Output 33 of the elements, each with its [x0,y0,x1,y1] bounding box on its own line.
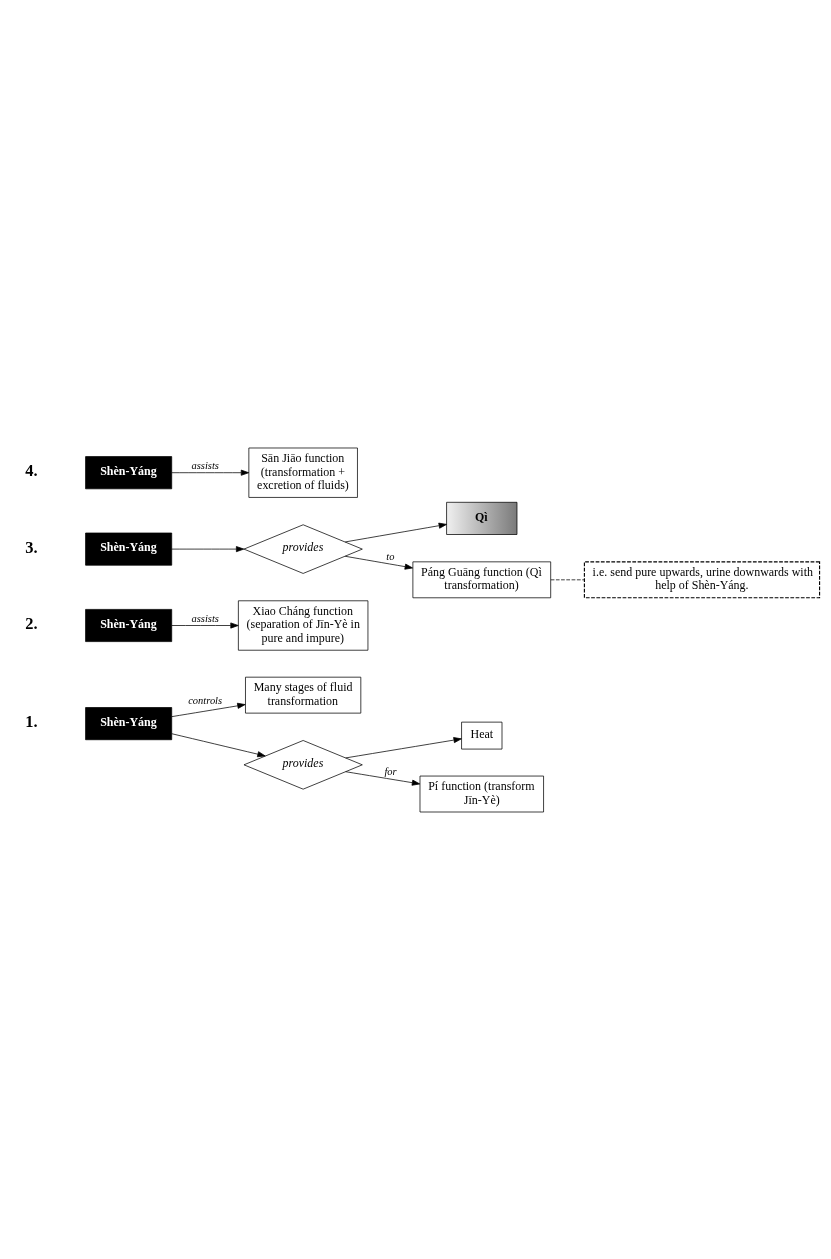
node-box: Xiao Cháng function (separation of Jīn-Yè in pure and impure) [238,599,369,651]
arrow [171,702,246,717]
edge-label: to [386,550,395,562]
node-label: 4. [25,460,38,480]
node-label: 2. [25,613,38,633]
connector [550,578,585,580]
node-label: 3. [25,537,38,557]
arrow [171,545,245,552]
arrow [171,732,266,757]
edge-label: controls [188,694,223,706]
edge-label: for [384,765,397,777]
node-box: Qì [446,501,518,535]
node-box: Pí function (transform Jīn-Yè) [419,775,544,812]
arrow [171,622,239,628]
node-box: Shèn-Yáng [85,608,173,642]
node-diamond: provides [243,523,363,574]
arrow [345,770,421,786]
node-box: Páng Guāng function (Qì transformation) [412,560,552,598]
node-box: Shèn-Yáng [85,455,173,489]
node-box: Shèn-Yáng [85,532,173,566]
node-box: Shèn-Yáng [85,706,173,740]
arrow [171,469,250,476]
arrow [344,555,413,570]
node-diamond: provides [243,739,363,790]
node-label: 1. [25,711,38,731]
node-box: Heat [461,721,503,749]
arrow [345,736,462,758]
node-box: Many stages of fluid transformation [245,676,362,713]
node-box: i.e. send pure upwards, urine downwards with help of Shèn-Yáng. [583,560,821,598]
edge-label: assists [191,459,219,471]
arrow [344,522,447,542]
node-box: Sān Jiāo function (transformation + excretion of fluids) [248,447,358,498]
edge-label: assists [191,612,219,624]
